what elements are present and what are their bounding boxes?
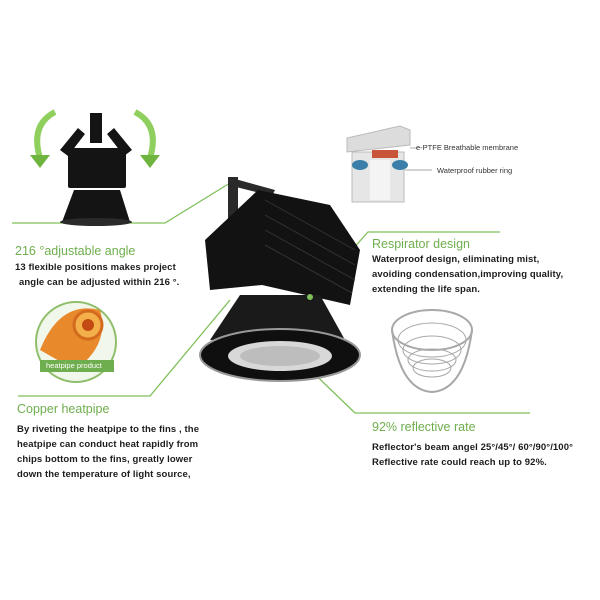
feature-angle-line: 13 flexible positions makes project [15,262,176,273]
feature-heatpipe: Copper heatpipe By riveting the heatpipe… [17,402,199,482]
heatpipe-badge-label: heatpipe product [46,361,102,370]
feature-reflective-title: 92% reflective rate [372,420,476,434]
feature-respirator-line: extending the life span. [372,284,480,295]
feature-angle: 216 °adjustable angle 13 flexible positi… [15,244,179,290]
rotated-lamp-image [60,113,132,226]
feature-respirator-line: avoiding condensation,improving quality, [372,269,564,280]
feature-respirator: Respirator design Waterproof design, eli… [372,237,563,297]
feature-heatpipe-line: chips bottom to the fins, greatly lower [17,454,193,465]
feature-angle-line: angle can be adjusted within 216 °. [19,277,180,288]
feature-heatpipe-title: Copper heatpipe [17,402,110,416]
feature-heatpipe-line: By riveting the heatpipe to the fins , t… [17,424,200,435]
feature-reflective-line: Reflector's beam angel 25°/45°/ 60°/90°/… [372,442,573,453]
feature-angle-title: 216 °adjustable angle [15,244,136,258]
feature-respirator-line: Waterproof design, eliminating mist, [372,254,540,265]
rotation-arrows-icon [30,109,160,168]
feature-heatpipe-line: down the temperature of light source, [17,469,191,480]
respirator-valve-image [346,125,432,203]
high-bay-lamp-image [199,177,361,382]
membrane-callout: e-PTFE Breathable membrane [416,143,519,152]
feature-respirator-title: Respirator design [372,237,470,251]
feature-reflective-line: Reflective rate could reach up to 92%. [372,457,547,468]
reflector-image [391,309,473,394]
heatpipe-badge-image [35,301,117,383]
feature-heatpipe-line: heatpipe can conduct heat rapidly from [17,439,199,450]
feature-reflective: 92% reflective rate Reflector's beam ang… [372,420,573,470]
rubber-ring-callout: Waterproof rubber ring [437,166,513,175]
